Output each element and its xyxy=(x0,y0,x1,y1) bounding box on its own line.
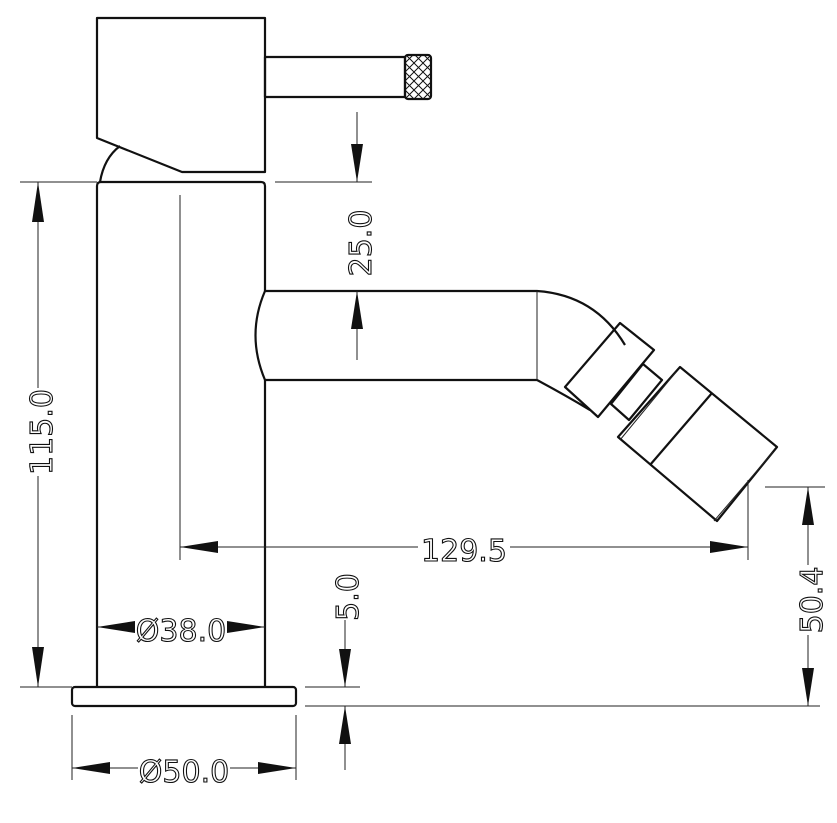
dimension-body-diameter: Ø38.0 xyxy=(97,611,265,650)
dimension-height-total: 115.0 xyxy=(20,181,97,688)
dimension-base-thickness: 5.0 xyxy=(305,573,820,770)
arrowhead xyxy=(97,621,135,633)
dimension-label: 50.4 xyxy=(795,567,830,634)
nozzle-head xyxy=(616,365,779,523)
spout xyxy=(254,289,626,411)
arrowhead xyxy=(227,621,265,633)
dimension-label: 5.0 xyxy=(331,573,366,621)
dimension-base-diameter: Ø50.0 xyxy=(71,715,297,791)
arrowhead xyxy=(32,647,44,687)
arrowhead xyxy=(710,541,748,553)
faucet-outline xyxy=(70,16,779,708)
dimension-label: Ø50.0 xyxy=(139,755,229,790)
lever-rod xyxy=(263,55,407,99)
base-plate xyxy=(70,685,298,708)
nozzle-neck xyxy=(609,362,664,422)
nozzle-ring-line xyxy=(649,392,713,466)
arrowhead xyxy=(72,762,110,774)
dimension-outlet-height: 50.4 xyxy=(765,486,831,706)
arrowhead xyxy=(802,487,814,525)
arrowhead xyxy=(802,668,814,706)
handle-cap-curve xyxy=(98,145,121,183)
dimension-label: 25.0 xyxy=(344,210,379,277)
dimension-label: 129.5 xyxy=(421,534,507,569)
arrowhead xyxy=(258,762,296,774)
arrowhead xyxy=(339,706,351,744)
nozzle-edge-line xyxy=(713,451,774,522)
lever-knurled-grip xyxy=(403,53,433,101)
arrowhead xyxy=(339,649,351,687)
arrowhead xyxy=(180,541,218,553)
dimension-label: Ø38.0 xyxy=(136,614,226,649)
dimension-lever-to-spout: 25.0 xyxy=(275,112,380,360)
arrowhead xyxy=(351,144,363,182)
dimension-spout-reach: 129.5 xyxy=(179,195,749,570)
handle-block xyxy=(95,16,267,174)
arrowhead xyxy=(32,182,44,222)
nozzle-collar xyxy=(563,321,656,419)
body-cylinder xyxy=(95,180,267,687)
arrowhead xyxy=(351,291,363,329)
nozzle-edge-line xyxy=(619,371,677,441)
dimension-label: 115.0 xyxy=(25,389,60,475)
